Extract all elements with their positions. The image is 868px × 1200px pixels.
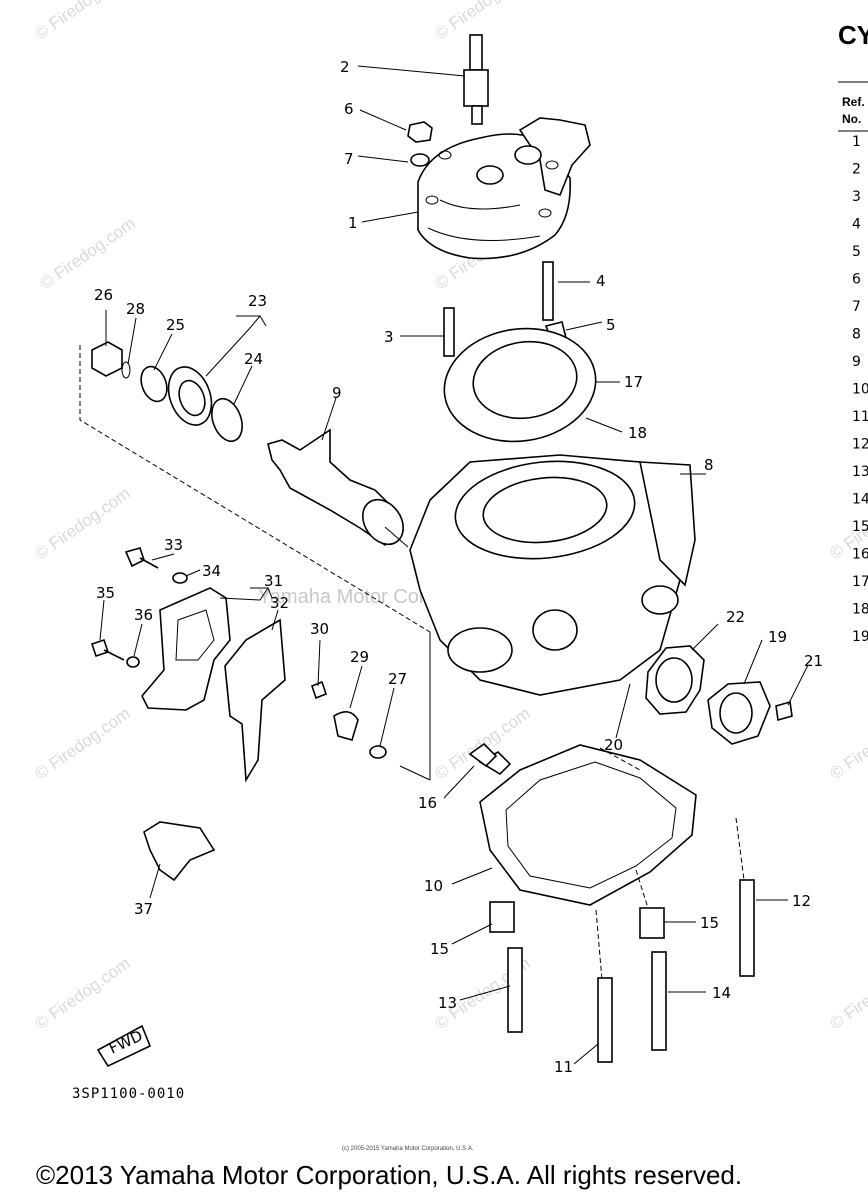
- callout-7: 7: [344, 150, 354, 168]
- callout-19: 19: [768, 628, 787, 646]
- ref-number: 13: [852, 464, 868, 480]
- callout-28: 28: [126, 300, 145, 318]
- callout-33: 33: [164, 536, 183, 554]
- ref-number: 12: [852, 437, 868, 453]
- cylinder-head: [417, 117, 591, 260]
- ref-number: 15: [852, 519, 868, 535]
- callout-15a: 15: [430, 940, 449, 958]
- ref-number: 6: [852, 272, 861, 288]
- callout-12: 12: [792, 892, 811, 910]
- callout-32: 32: [270, 594, 289, 612]
- callout-36: 36: [134, 606, 153, 624]
- ref-number: 11: [852, 409, 868, 425]
- callout-21: 21: [804, 652, 823, 670]
- watermark-7: © Firedog.com: [31, 704, 133, 784]
- callout-15b: 15: [700, 914, 719, 932]
- ref-number: 16: [852, 547, 868, 563]
- callout-30: 30: [310, 620, 329, 638]
- ref-number: 1: [852, 134, 861, 150]
- ref-label: Ref.: [842, 95, 865, 109]
- copyright-notice: ©2013 Yamaha Motor Corporation, U.S.A. A…: [36, 1160, 743, 1190]
- callout-1: 1: [348, 214, 358, 232]
- fwd-arrow: FWD: [96, 1024, 152, 1068]
- ref-number: 3: [852, 189, 861, 205]
- watermark-3: © Firedog.com: [36, 214, 138, 294]
- callout-6: 6: [344, 100, 354, 118]
- watermark-1: © Firedog.com: [31, 0, 133, 43]
- reference-lines: [79, 345, 745, 981]
- callout-23: 23: [248, 292, 267, 310]
- watermark-9: © Firedog.com: [826, 704, 868, 784]
- callout-26: 26: [94, 286, 113, 304]
- callout-4: 4: [596, 272, 606, 290]
- callout-24: 24: [244, 350, 263, 368]
- exhaust-valve: [267, 428, 409, 548]
- exhaust-flange: [645, 645, 793, 745]
- ref-number: 9: [852, 354, 861, 370]
- callout-35: 35: [96, 584, 115, 602]
- base-gasket: [478, 744, 697, 906]
- drain-plug: [407, 121, 433, 167]
- ref-number: 10: [852, 382, 868, 398]
- callout-17: 17: [624, 373, 643, 391]
- watermark-12: © Firedog.com: [826, 954, 868, 1034]
- watermark-5: © Firedog.com: [31, 484, 133, 564]
- callout-2: 2: [340, 58, 350, 76]
- no-label: No.: [842, 112, 861, 126]
- ref-number: 18: [852, 602, 868, 618]
- ref-number: 14: [852, 492, 868, 508]
- callout-37: 37: [134, 900, 153, 918]
- callout-10: 10: [424, 877, 443, 895]
- callout-9: 9: [332, 384, 342, 402]
- callout-29: 29: [350, 648, 369, 666]
- cylinder: [409, 454, 696, 696]
- ref-number: 5: [852, 244, 861, 260]
- callout-18: 18: [628, 424, 647, 442]
- valve-pulley-set: [91, 341, 243, 443]
- ref-number: 19: [852, 629, 868, 645]
- callout-14: 14: [712, 984, 731, 1002]
- spark-plug: [463, 34, 489, 125]
- callout-16: 16: [418, 794, 437, 812]
- valve-cover-set: [90, 547, 387, 882]
- table-heading: CY: [838, 20, 868, 50]
- ref-number: 8: [852, 327, 861, 343]
- callout-31: 31: [264, 572, 283, 590]
- watermark-10: © Firedog.com: [31, 954, 133, 1034]
- callout-3: 3: [384, 328, 394, 346]
- ref-number: 7: [852, 299, 861, 315]
- callout-20: 20: [604, 736, 623, 754]
- reference-table: CY Ref. No. 1234567891011121314151617181…: [838, 20, 868, 645]
- small-copyright: (c) 2005-2015 Yamaha Motor Corporation, …: [342, 1146, 474, 1152]
- head-gaskets: [443, 327, 597, 443]
- callout-labels: 1 2 3 4 5 6 7 8 9 10 11 12 13 14 15 15 1…: [94, 58, 823, 1076]
- callout-8: 8: [704, 456, 714, 474]
- callout-13: 13: [438, 994, 457, 1012]
- callout-5: 5: [606, 316, 616, 334]
- callout-22: 22: [726, 608, 745, 626]
- ref-number: 17: [852, 574, 868, 590]
- callout-34: 34: [202, 562, 221, 580]
- callout-27: 27: [388, 670, 407, 688]
- ref-number: 2: [852, 162, 861, 178]
- diagram-code: 3SP1100-0010: [72, 1086, 185, 1102]
- leader-lines: [99, 65, 809, 1065]
- callout-25: 25: [166, 316, 185, 334]
- stud-bolts-lower: [468, 742, 755, 1063]
- ref-number: 4: [852, 217, 861, 233]
- callout-11: 11: [554, 1058, 573, 1076]
